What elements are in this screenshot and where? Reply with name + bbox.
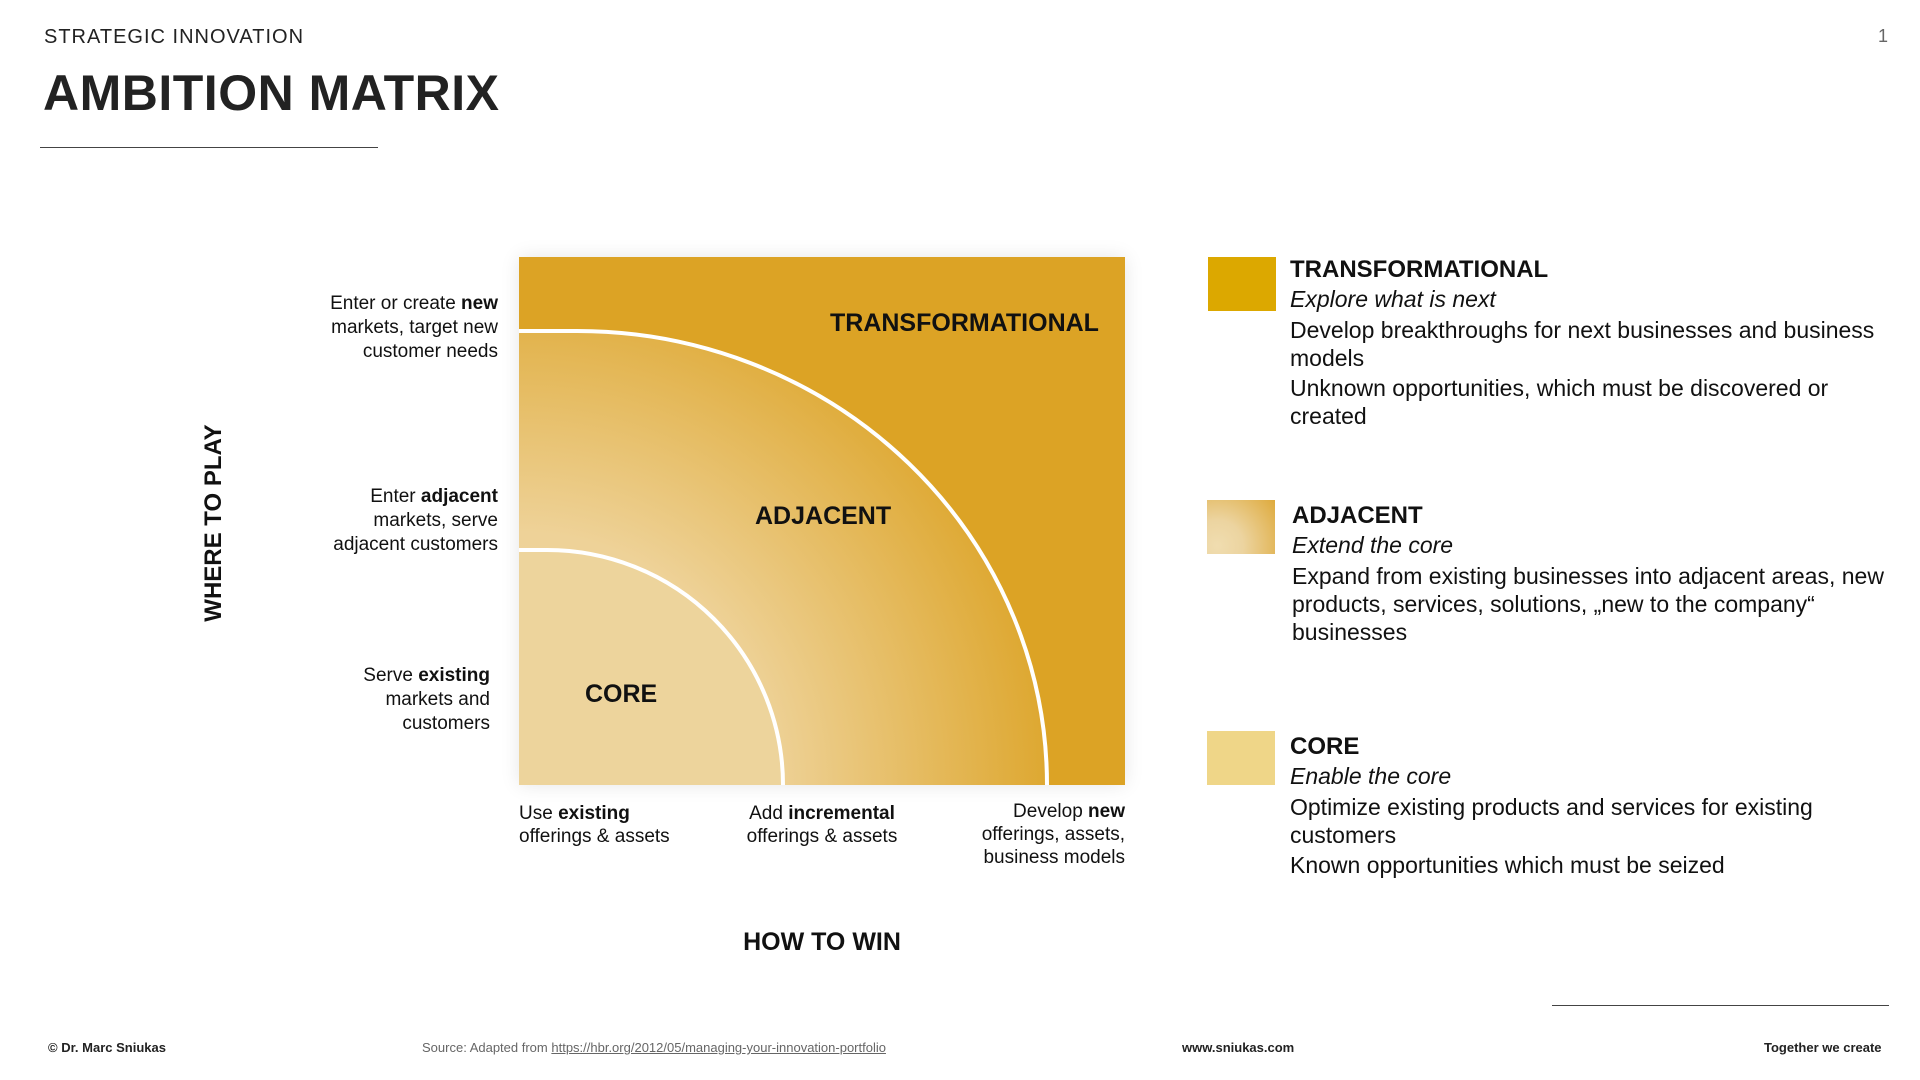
legend-desc-transformational-1: Develop breakthroughs for next businesse…: [1290, 317, 1875, 371]
y-row-new-pre: Enter or create: [330, 293, 462, 314]
legend-swatch-adjacent: [1207, 500, 1275, 554]
x-col-incremental-bold: incremental: [788, 803, 895, 824]
legend-entry-transformational: TRANSFORMATIONAL Explore what is next De…: [1290, 256, 1890, 430]
legend-desc-transformational-2: Unknown opportunities, which must be dis…: [1290, 375, 1829, 429]
x-col-incremental-pre: Add: [749, 803, 789, 824]
inner-arc: [519, 548, 785, 785]
legend-swatch-core: [1207, 731, 1275, 785]
footer-divider: [1552, 1005, 1889, 1006]
x-col-new-line2: offerings, assets,: [981, 824, 1125, 845]
y-row-adjacent-line3: adjacent customers: [333, 534, 498, 555]
y-row-label-new: Enter or create new markets, target new …: [238, 292, 498, 364]
y-axis-title: WHERE TO PLAY: [200, 424, 227, 622]
y-row-adjacent-line2: markets, serve: [373, 510, 498, 531]
legend-desc-core-2: Known opportunities which must be seized: [1290, 852, 1725, 878]
x-col-new-line3: business models: [983, 847, 1125, 868]
y-row-existing-line3: customers: [402, 713, 490, 734]
x-col-label-existing: Use existing offerings & assets: [519, 802, 719, 848]
legend-entry-core: CORE Enable the core Optimize existing p…: [1290, 733, 1890, 879]
y-row-label-adjacent: Enter adjacent markets, serve adjacent c…: [238, 485, 498, 557]
x-axis-title: HOW TO WIN: [743, 928, 901, 956]
y-row-new-bold: new: [461, 293, 498, 314]
legend-desc-core-1: Optimize existing products and services …: [1290, 794, 1813, 848]
legend-swatch-transformational: [1208, 257, 1276, 311]
y-row-label-existing: Serve existing markets and customers: [230, 664, 490, 736]
x-col-label-incremental: Add incremental offerings & assets: [722, 802, 922, 848]
page-title: AMBITION MATRIX: [43, 65, 500, 121]
core-area: [519, 550, 783, 785]
x-col-label-new: Develop new offerings, assets, business …: [925, 800, 1125, 869]
y-row-new-line2: markets, target new: [331, 317, 498, 338]
ambition-matrix: [519, 257, 1125, 785]
x-col-new-bold: new: [1088, 801, 1125, 822]
footer-source: Source: Adapted from https://hbr.org/201…: [422, 1040, 886, 1055]
quadrant-label-core: CORE: [585, 680, 658, 708]
x-col-existing-pre: Use: [519, 803, 559, 824]
legend-heading-transformational: TRANSFORMATIONAL: [1290, 256, 1549, 283]
y-row-adjacent-pre: Enter: [370, 486, 421, 507]
footer-tagline: Together we create: [1764, 1040, 1882, 1055]
quadrant-label-adjacent: ADJACENT: [755, 502, 892, 530]
x-col-existing-bold: existing: [558, 803, 630, 824]
y-row-existing-pre: Serve: [363, 665, 419, 686]
legend-heading-core: CORE: [1290, 733, 1360, 760]
legend-desc-adjacent-1: Expand from existing businesses into adj…: [1292, 563, 1884, 645]
footer-website[interactable]: www.sniukas.com: [1182, 1040, 1295, 1055]
footer-source-prefix: Source: Adapted from: [422, 1040, 552, 1055]
title-divider: [40, 147, 378, 148]
footer-source-link[interactable]: https://hbr.org/2012/05/managing-your-in…: [551, 1040, 886, 1055]
legend-entry-adjacent: ADJACENT Extend the core Expand from exi…: [1292, 502, 1892, 646]
matrix-graphic: [519, 257, 1125, 785]
x-col-incremental-line2: offerings & assets: [746, 826, 898, 847]
section-eyebrow: STRATEGIC INNOVATION: [44, 26, 305, 48]
quadrant-label-transformational: TRANSFORMATIONAL: [830, 309, 1099, 337]
legend-heading-adjacent: ADJACENT: [1292, 502, 1423, 529]
x-col-new-pre: Develop: [1013, 801, 1089, 822]
y-row-existing-line2: markets and: [385, 689, 490, 710]
y-row-new-line3: customer needs: [362, 341, 498, 362]
footer-copyright: © Dr. Marc Sniukas: [48, 1040, 166, 1055]
legend-tagline-transformational: Explore what is next: [1290, 286, 1496, 312]
x-col-existing-line2: offerings & assets: [519, 826, 670, 847]
y-row-existing-bold: existing: [418, 665, 490, 686]
y-row-adjacent-bold: adjacent: [420, 486, 498, 507]
legend-tagline-adjacent: Extend the core: [1292, 532, 1454, 558]
outer-arc: [519, 329, 1049, 785]
page-number: 1: [1877, 26, 1888, 46]
legend-tagline-core: Enable the core: [1290, 763, 1452, 789]
